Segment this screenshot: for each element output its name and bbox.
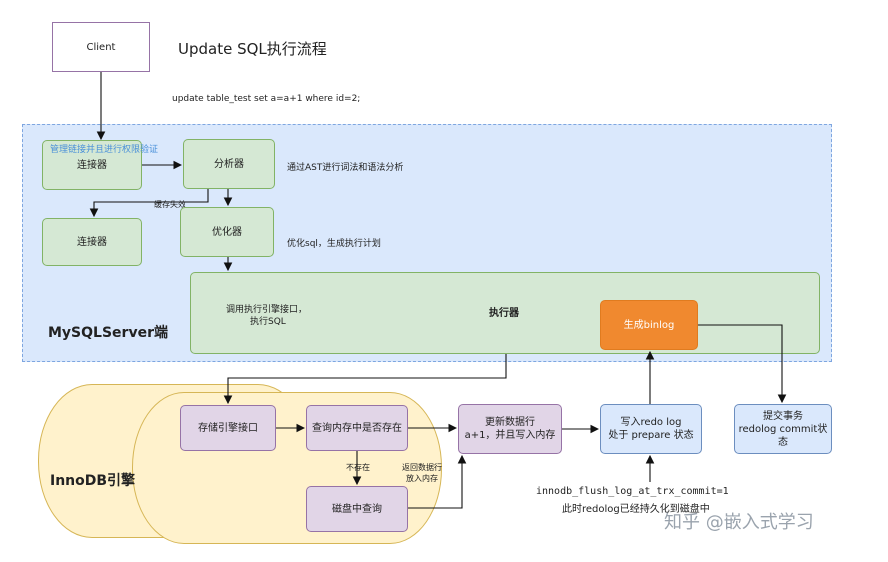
arrow-executor-engine [223, 354, 507, 405]
arrow-disk-update [408, 454, 467, 509]
flush-note-1: innodb_flush_log_at_trx_commit=1 [536, 486, 729, 497]
memory-query-node: 查询内存中是否存在 [306, 405, 408, 451]
cache-miss-note: 缓存失效 [154, 200, 186, 209]
server-label: MySQLServer端 [48, 325, 168, 341]
return-note-2: 放入内存 [406, 474, 438, 483]
call-engine-note-2: 执行SQL [250, 317, 286, 327]
analyze-note: 通过AST进行词法和语法分析 [287, 163, 404, 173]
optimize-note: 优化sql，生成执行计划 [287, 239, 381, 249]
arrow-binlog-commit [698, 324, 787, 404]
connector-node: 连接器 [42, 140, 142, 190]
client-label: Client [86, 41, 116, 53]
executor-node: 执行器 [190, 272, 820, 354]
auth-note: 管理链接并且进行权限验证 [50, 145, 159, 155]
flush-note-2: 此时redolog已经持久化到磁盘中 [562, 504, 710, 515]
binlog-node: 生成binlog [600, 300, 698, 350]
not-exist-note: 不存在 [346, 463, 370, 472]
redo-log-node: 写入redo log 处于 prepare 状态 [600, 404, 702, 454]
update-row-node: 更新数据行 a+1，并且写入内存 [458, 404, 562, 454]
optimizer-node: 优化器 [180, 207, 274, 257]
commit-node: 提交事务 redolog commit状态 [734, 404, 832, 454]
connector-node-2: 连接器 [42, 218, 142, 266]
storage-interface-node: 存储引擎接口 [180, 405, 276, 451]
call-engine-note-1: 调用执行引擎接口， [226, 305, 308, 315]
arrow-analyzer-cache [89, 189, 209, 218]
engine-label: InnoDB引擎 [50, 473, 136, 489]
return-note-1: 返回数据行 [402, 463, 442, 472]
analyzer-node: 分析器 [183, 139, 275, 189]
diagram-title: Update SQL执行流程 [178, 40, 327, 58]
sql-statement: update table_test set a=a+1 where id=2; [172, 94, 361, 104]
client-box: Client [52, 22, 150, 72]
disk-query-node: 磁盘中查询 [306, 486, 408, 532]
watermark: 知乎 @嵌入式学习 [664, 512, 814, 533]
